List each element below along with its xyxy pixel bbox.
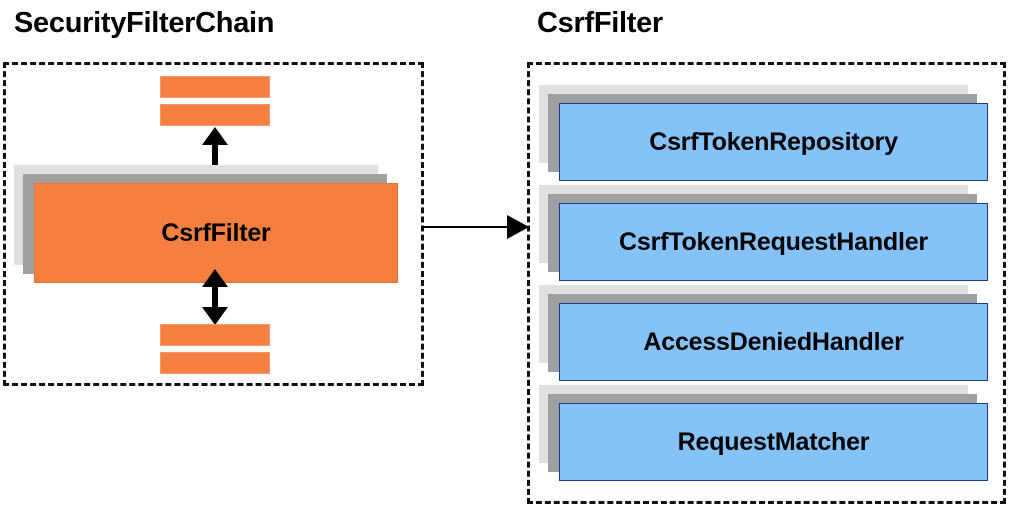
card-face: AccessDeniedHandler <box>559 303 988 381</box>
component-access-denied-handler[interactable]: AccessDeniedHandler <box>539 285 989 381</box>
panel-security-filter-chain <box>3 62 424 386</box>
arrow-shaft <box>422 226 515 228</box>
card-face: CsrfFilter <box>34 183 398 283</box>
arrow-head-up-icon <box>202 269 228 287</box>
panel-title-csrf-filter: CsrfFilter <box>537 7 663 39</box>
filter-chain-stub-bar-bottom-2 <box>160 352 270 374</box>
arrow-shaft <box>212 279 218 315</box>
panel-title-security-filter-chain: SecurityFilterChain <box>14 7 275 39</box>
component-csrf-token-repository[interactable]: CsrfTokenRepository <box>539 85 989 181</box>
filter-chain-stub-bar-top-2 <box>160 104 270 126</box>
arrow-head-right-icon <box>507 215 529 239</box>
panel-csrf-filter <box>527 62 1006 504</box>
card-face: CsrfTokenRepository <box>559 103 988 181</box>
component-csrf-token-request-handler[interactable]: CsrfTokenRequestHandler <box>539 185 989 281</box>
arrow-head-up-icon <box>202 127 228 145</box>
component-label: CsrfTokenRequestHandler <box>619 227 928 256</box>
component-csrffilter[interactable]: CsrfFilter <box>14 165 398 283</box>
arrow-head-down-icon <box>202 307 228 325</box>
component-label: AccessDeniedHandler <box>643 327 904 356</box>
card-face: CsrfTokenRequestHandler <box>559 203 988 281</box>
card-face: RequestMatcher <box>559 403 988 481</box>
arrow-shaft <box>212 137 218 173</box>
component-label: CsrfTokenRepository <box>649 127 898 156</box>
filter-chain-stub-bar-top-1 <box>160 76 270 98</box>
component-label: RequestMatcher <box>677 427 870 456</box>
filter-chain-stub-bar-bottom-1 <box>160 324 270 346</box>
component-label: CsrfFilter <box>161 218 271 247</box>
arrow-csrffilter-expand-to-detail <box>422 215 529 239</box>
component-request-matcher[interactable]: RequestMatcher <box>539 385 989 481</box>
arrow-csrffilter-to-chain-below <box>202 269 228 325</box>
